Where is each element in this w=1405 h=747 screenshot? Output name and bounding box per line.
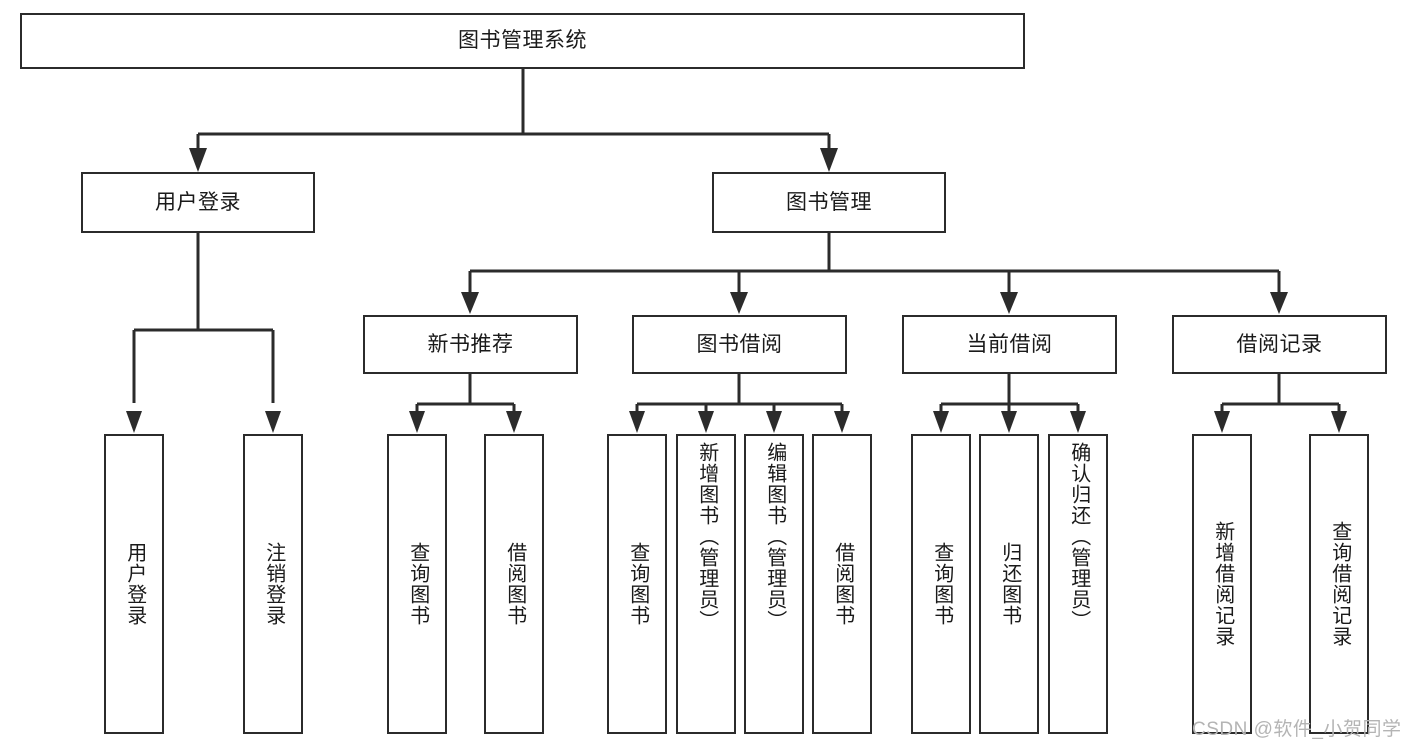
arrowhead-currentborrow <box>1000 292 1018 314</box>
node-leaf-add-record-label: 新增借阅记录 <box>1211 521 1234 647</box>
node-leaf-query-book-2-label: 查询图书 <box>626 542 649 626</box>
node-leaf-query-book-2[interactable]: 查询图书 <box>607 434 667 734</box>
node-leaf-query-book-1-label: 查询图书 <box>406 542 429 626</box>
arrowhead-bookborrow <box>730 292 748 314</box>
arrowhead-leaf-query-record <box>1331 411 1347 433</box>
arrowhead-leaf-return-book <box>1001 411 1017 433</box>
node-leaf-edit-book[interactable]: 编辑图书（管理员） <box>744 434 804 734</box>
node-leaf-query-record-label: 查询借阅记录 <box>1328 521 1351 647</box>
arrowhead-leaf-user-login <box>126 411 142 433</box>
node-leaf-user-login[interactable]: 用户登录 <box>104 434 164 734</box>
node-leaf-confirm-return[interactable]: 确认归还（管理员） <box>1048 434 1108 734</box>
arrowhead-book-manage <box>820 148 838 172</box>
node-leaf-borrow-book-1[interactable]: 借阅图书 <box>484 434 544 734</box>
arrowhead-leaf-borrow-book-2 <box>834 411 850 433</box>
node-leaf-query-book-3-label: 查询图书 <box>930 542 953 626</box>
node-leaf-edit-book-label: 编辑图书（管理员） <box>763 442 786 631</box>
node-root[interactable]: 图书管理系统 <box>20 13 1025 69</box>
node-user-login[interactable]: 用户登录 <box>81 172 315 233</box>
node-leaf-add-book[interactable]: 新增图书（管理员） <box>676 434 736 734</box>
node-leaf-query-book-3[interactable]: 查询图书 <box>911 434 971 734</box>
node-current-borrow[interactable]: 当前借阅 <box>902 315 1117 374</box>
node-current-borrow-label: 当前借阅 <box>966 332 1053 356</box>
node-leaf-return-book-label: 归还图书 <box>998 542 1021 626</box>
node-book-manage[interactable]: 图书管理 <box>712 172 946 233</box>
node-leaf-borrow-book-2[interactable]: 借阅图书 <box>812 434 872 734</box>
node-leaf-query-record[interactable]: 查询借阅记录 <box>1309 434 1369 734</box>
node-leaf-query-book-1[interactable]: 查询图书 <box>387 434 447 734</box>
node-user-login-label: 用户登录 <box>155 190 241 214</box>
node-book-borrow-label: 图书借阅 <box>696 332 783 356</box>
node-leaf-add-book-label: 新增图书（管理员） <box>695 442 718 631</box>
node-leaf-logout-label: 注销登录 <box>262 542 285 626</box>
node-leaf-add-record[interactable]: 新增借阅记录 <box>1192 434 1252 734</box>
node-new-book-recommend[interactable]: 新书推荐 <box>363 315 578 374</box>
arrowhead-leaf-query-book-3 <box>933 411 949 433</box>
node-leaf-borrow-book-1-label: 借阅图书 <box>503 542 526 626</box>
node-borrow-record-label: 借阅记录 <box>1236 332 1323 356</box>
arrowhead-leaf-logout <box>265 411 281 433</box>
node-root-label: 图书管理系统 <box>458 29 587 53</box>
node-leaf-borrow-book-2-label: 借阅图书 <box>831 542 854 626</box>
arrowhead-leaf-add-book <box>698 411 714 433</box>
arrowhead-leaf-query-book-2 <box>629 411 645 433</box>
arrowhead-borrowrecord <box>1270 292 1288 314</box>
arrowhead-leaf-confirm-return <box>1070 411 1086 433</box>
node-leaf-confirm-return-label: 确认归还（管理员） <box>1067 442 1090 631</box>
arrowhead-user-login <box>189 148 207 172</box>
arrowhead-leaf-add-record <box>1214 411 1230 433</box>
node-new-book-recommend-label: 新书推荐 <box>427 332 514 356</box>
arrowhead-leaf-borrow-book-1 <box>506 411 522 433</box>
node-leaf-logout[interactable]: 注销登录 <box>243 434 303 734</box>
watermark-text: CSDN @软件_小贺同学 <box>1192 719 1402 740</box>
arrowhead-leaf-edit-book <box>766 411 782 433</box>
arrowhead-leaf-query-book-1 <box>409 411 425 433</box>
node-leaf-user-login-label: 用户登录 <box>123 542 146 626</box>
node-book-borrow[interactable]: 图书借阅 <box>632 315 847 374</box>
node-book-manage-label: 图书管理 <box>786 190 872 214</box>
arrowhead-newbook <box>461 292 479 314</box>
node-leaf-return-book[interactable]: 归还图书 <box>979 434 1039 734</box>
node-borrow-record[interactable]: 借阅记录 <box>1172 315 1387 374</box>
